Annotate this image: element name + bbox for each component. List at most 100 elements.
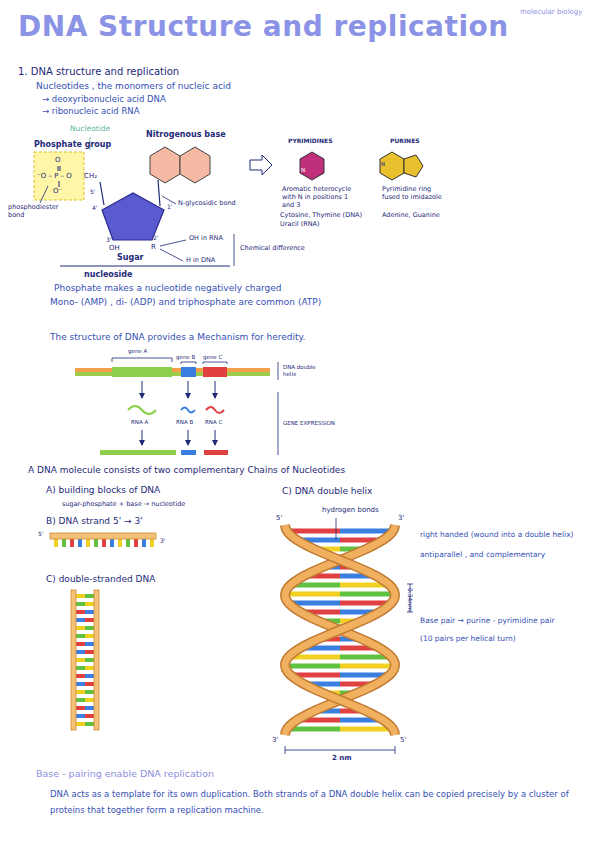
stroke (94, 539, 98, 547)
label-text: 3' (106, 236, 111, 243)
label-text: Phosphate makes a nucleotide negatively … (54, 283, 282, 294)
double-stranded-dna (71, 590, 99, 730)
label-text: RNA B (176, 419, 193, 426)
label-text: (10 pairs per helical turn) (420, 634, 516, 643)
label-text: OH in RNA (189, 235, 223, 243)
helix-backbone (285, 525, 395, 735)
label-text: right handed (wound into a double helix) (420, 530, 574, 539)
gene-bar (75, 358, 278, 455)
label-text: Adenine, Guanine (382, 212, 440, 220)
label-text: Pyrimidine ring fused to imidazole (382, 186, 446, 202)
stroke (70, 539, 74, 547)
stroke (102, 539, 106, 547)
stroke (126, 539, 130, 547)
label-text: gene C (203, 354, 222, 361)
stroke (76, 666, 85, 670)
helix-backbone (285, 525, 395, 735)
label-text: O⁻ (53, 187, 62, 195)
label-text: hydrogen bonds (322, 506, 379, 514)
label-text: 2 nm (332, 754, 352, 762)
stroke (76, 650, 85, 654)
label-text: Cytosine, Thymine (DNA) (280, 212, 362, 220)
base-ring (180, 147, 210, 183)
label-text: N (309, 144, 313, 151)
stroke (85, 618, 94, 622)
stroke (76, 682, 85, 686)
label-text: Aromatic heterocycle with N in positions… (282, 186, 352, 209)
label-text: PYRIMIDINES (288, 137, 332, 144)
label-text: Chemical difference (240, 245, 305, 253)
stroke (62, 539, 66, 547)
label-text: B) DNA strand 5' → 3' (46, 516, 143, 527)
base-ring (150, 147, 180, 183)
pyrimidine-ring (300, 152, 324, 180)
helix-backbone (285, 525, 395, 735)
stroke (340, 592, 395, 597)
label-text: C) DNA double helix (282, 486, 372, 497)
stroke (54, 539, 58, 547)
stroke (85, 642, 94, 646)
label-text: 3' (272, 736, 278, 744)
stroke (85, 690, 94, 694)
label-text: → deoxyribonucleic acid DNA (42, 94, 166, 104)
label-text: N (381, 161, 385, 168)
leader-line (40, 186, 48, 203)
label-text: 5' (90, 188, 95, 195)
stroke (85, 698, 94, 702)
stroke (71, 590, 76, 730)
leader-line (336, 518, 337, 540)
arrow-symbol (250, 155, 272, 175)
stroke (110, 539, 114, 547)
label-text: antiparallel , and complementary (420, 550, 545, 559)
label-text: RNA A (131, 419, 148, 426)
helix-backbone (285, 525, 395, 735)
label-text: 4' (92, 204, 97, 211)
label-text: gene B (176, 354, 195, 361)
stroke (50, 533, 156, 539)
stroke (76, 722, 85, 726)
stroke (85, 722, 94, 726)
single-bond (59, 181, 60, 187)
label-text: 1' (167, 203, 172, 210)
stroke (76, 706, 85, 710)
dimension-lines (285, 584, 413, 754)
label-text: nucleoside (84, 270, 132, 280)
stroke (76, 626, 85, 630)
label-text: ⁻O – P – O (37, 172, 72, 180)
label-text: 3' (160, 537, 165, 544)
stroke (76, 634, 85, 638)
label-text: A DNA molecule consists of two complemen… (28, 465, 345, 476)
label-text: RNA C (205, 419, 222, 426)
stroke (85, 610, 94, 614)
stroke (85, 650, 94, 654)
label-text: Phosphate group (34, 140, 111, 150)
label-text: PURINES (390, 137, 420, 144)
stroke (76, 674, 85, 678)
stroke (134, 539, 138, 547)
label-text: Nucleotides , the monomers of nucleic ac… (36, 81, 231, 92)
stroke (76, 610, 85, 614)
label-text: 1. DNA structure and replication (18, 66, 179, 78)
dna-strand (50, 533, 156, 547)
stroke (76, 698, 85, 702)
label-text: DNA double helix (283, 364, 323, 377)
stroke (76, 658, 85, 662)
stroke (340, 664, 395, 669)
label-text: N (301, 167, 305, 174)
stroke (76, 618, 85, 622)
label-text: A) building blocks of DNA (46, 485, 160, 496)
label-text: Base - pairing enable DNA replication (36, 768, 214, 779)
label-text: DNA acts as a template for its own dupli… (50, 786, 570, 818)
label-text: → ribonucleic acid RNA (42, 106, 139, 116)
stroke (85, 634, 94, 638)
stroke (85, 714, 94, 718)
imidazole-ring (404, 155, 423, 177)
stroke (76, 642, 85, 646)
label-text: Mono- (AMP) , di- (ADP) and triphosphate… (50, 297, 321, 308)
label-text: CH₂ (84, 172, 97, 180)
stroke (285, 664, 340, 669)
leader-line (160, 240, 186, 246)
stroke (76, 714, 85, 718)
stroke (142, 539, 146, 547)
stroke (285, 592, 340, 597)
